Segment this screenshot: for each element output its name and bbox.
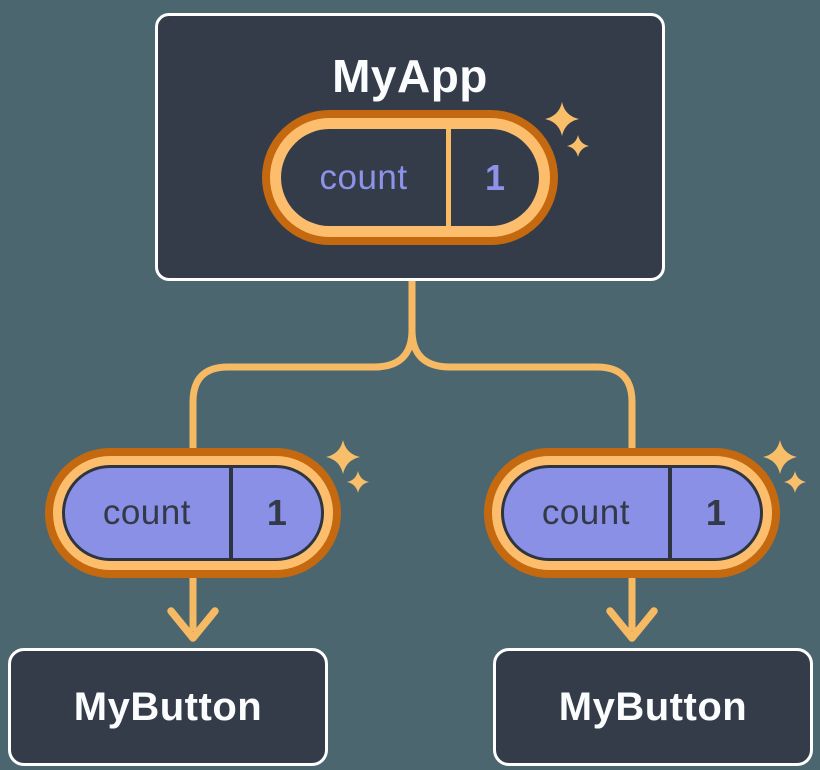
node-mybutton-2-title: MyButton (558, 684, 748, 729)
state-pill-myapp: count 1 (262, 110, 558, 245)
sparkle-icon (545, 102, 579, 136)
connector-root-to-left (189, 277, 416, 454)
prop-pill-highlight-ring: count 1 (484, 448, 780, 578)
prop-pill-divider (228, 468, 233, 558)
prop-pill-mybutton-2: count 1 (484, 448, 780, 578)
node-mybutton-2: MyButton (493, 648, 813, 766)
node-mybutton-1: MyButton (8, 648, 328, 766)
prop-pill-value: 1 (705, 492, 726, 533)
prop-pill-mybutton-1: count 1 (45, 448, 341, 578)
state-pill-value: 1 (485, 156, 506, 198)
arrowhead-left-icon (167, 607, 219, 642)
sparkle-icon (784, 471, 806, 493)
state-pill-divider (446, 129, 452, 226)
prop-pill-highlight-ring: count 1 (45, 448, 341, 578)
node-myapp-title: MyApp (332, 50, 488, 102)
prop-pill-value: 1 (266, 492, 287, 533)
state-pill-label: count (319, 157, 408, 197)
sparkle-icon (567, 135, 589, 157)
sparkle-icon (763, 440, 797, 474)
state-pill-highlight-ring: count 1 (262, 110, 558, 245)
connector-root-to-right (408, 277, 636, 454)
sparkle-icon (347, 471, 369, 493)
node-mybutton-1-title: MyButton (73, 684, 263, 729)
arrowhead-right-icon (606, 607, 658, 642)
prop-pill-divider (667, 468, 672, 558)
prop-pill-label: count (102, 493, 191, 532)
prop-pill-label: count (541, 493, 630, 532)
sparkle-icon (326, 440, 360, 474)
